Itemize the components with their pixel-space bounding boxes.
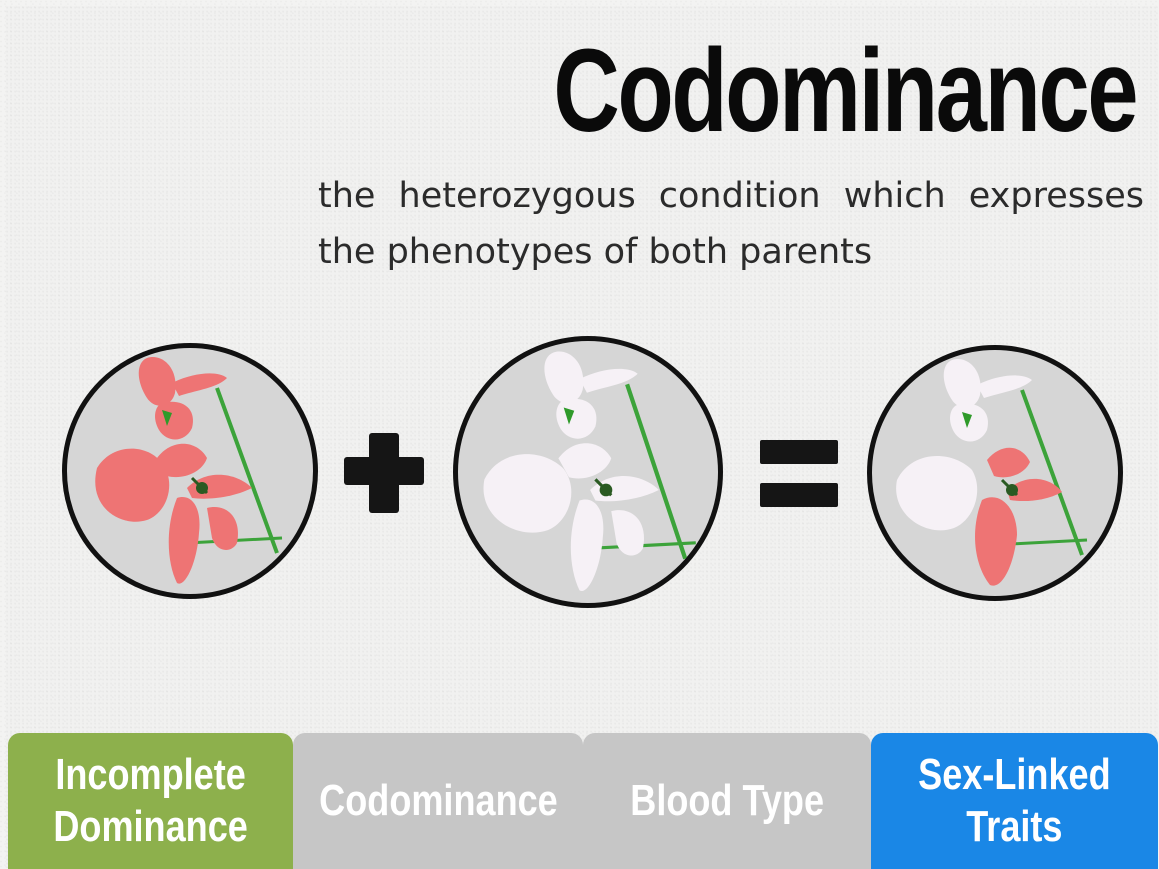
tab-label: Codominance [319,775,558,827]
tab-blood-type[interactable]: Blood Type [583,733,871,869]
tab-bar: Incomplete Dominance Codominance Blood T… [8,733,1158,869]
definition-text: the heterozygous condition which express… [318,168,1144,280]
white-flower-image [453,336,723,608]
tab-incomplete-dominance[interactable]: Incomplete Dominance [8,733,293,869]
tab-label: Incomplete Dominance [53,749,247,853]
equals-icon [760,440,838,508]
plus-icon [344,433,424,513]
white-flower-icon [458,341,718,603]
red-white-flower-image [867,345,1123,601]
tab-sex-linked-traits[interactable]: Sex-Linked Traits [871,733,1158,869]
page-title: Codominance [553,26,1136,156]
tab-codominance[interactable]: Codominance [293,733,583,869]
tab-label: Sex-Linked Traits [918,749,1110,853]
red-flower-icon [67,348,313,594]
tab-label: Blood Type [630,775,824,827]
red-flower-image [62,343,318,599]
red-white-flower-icon [872,350,1118,596]
